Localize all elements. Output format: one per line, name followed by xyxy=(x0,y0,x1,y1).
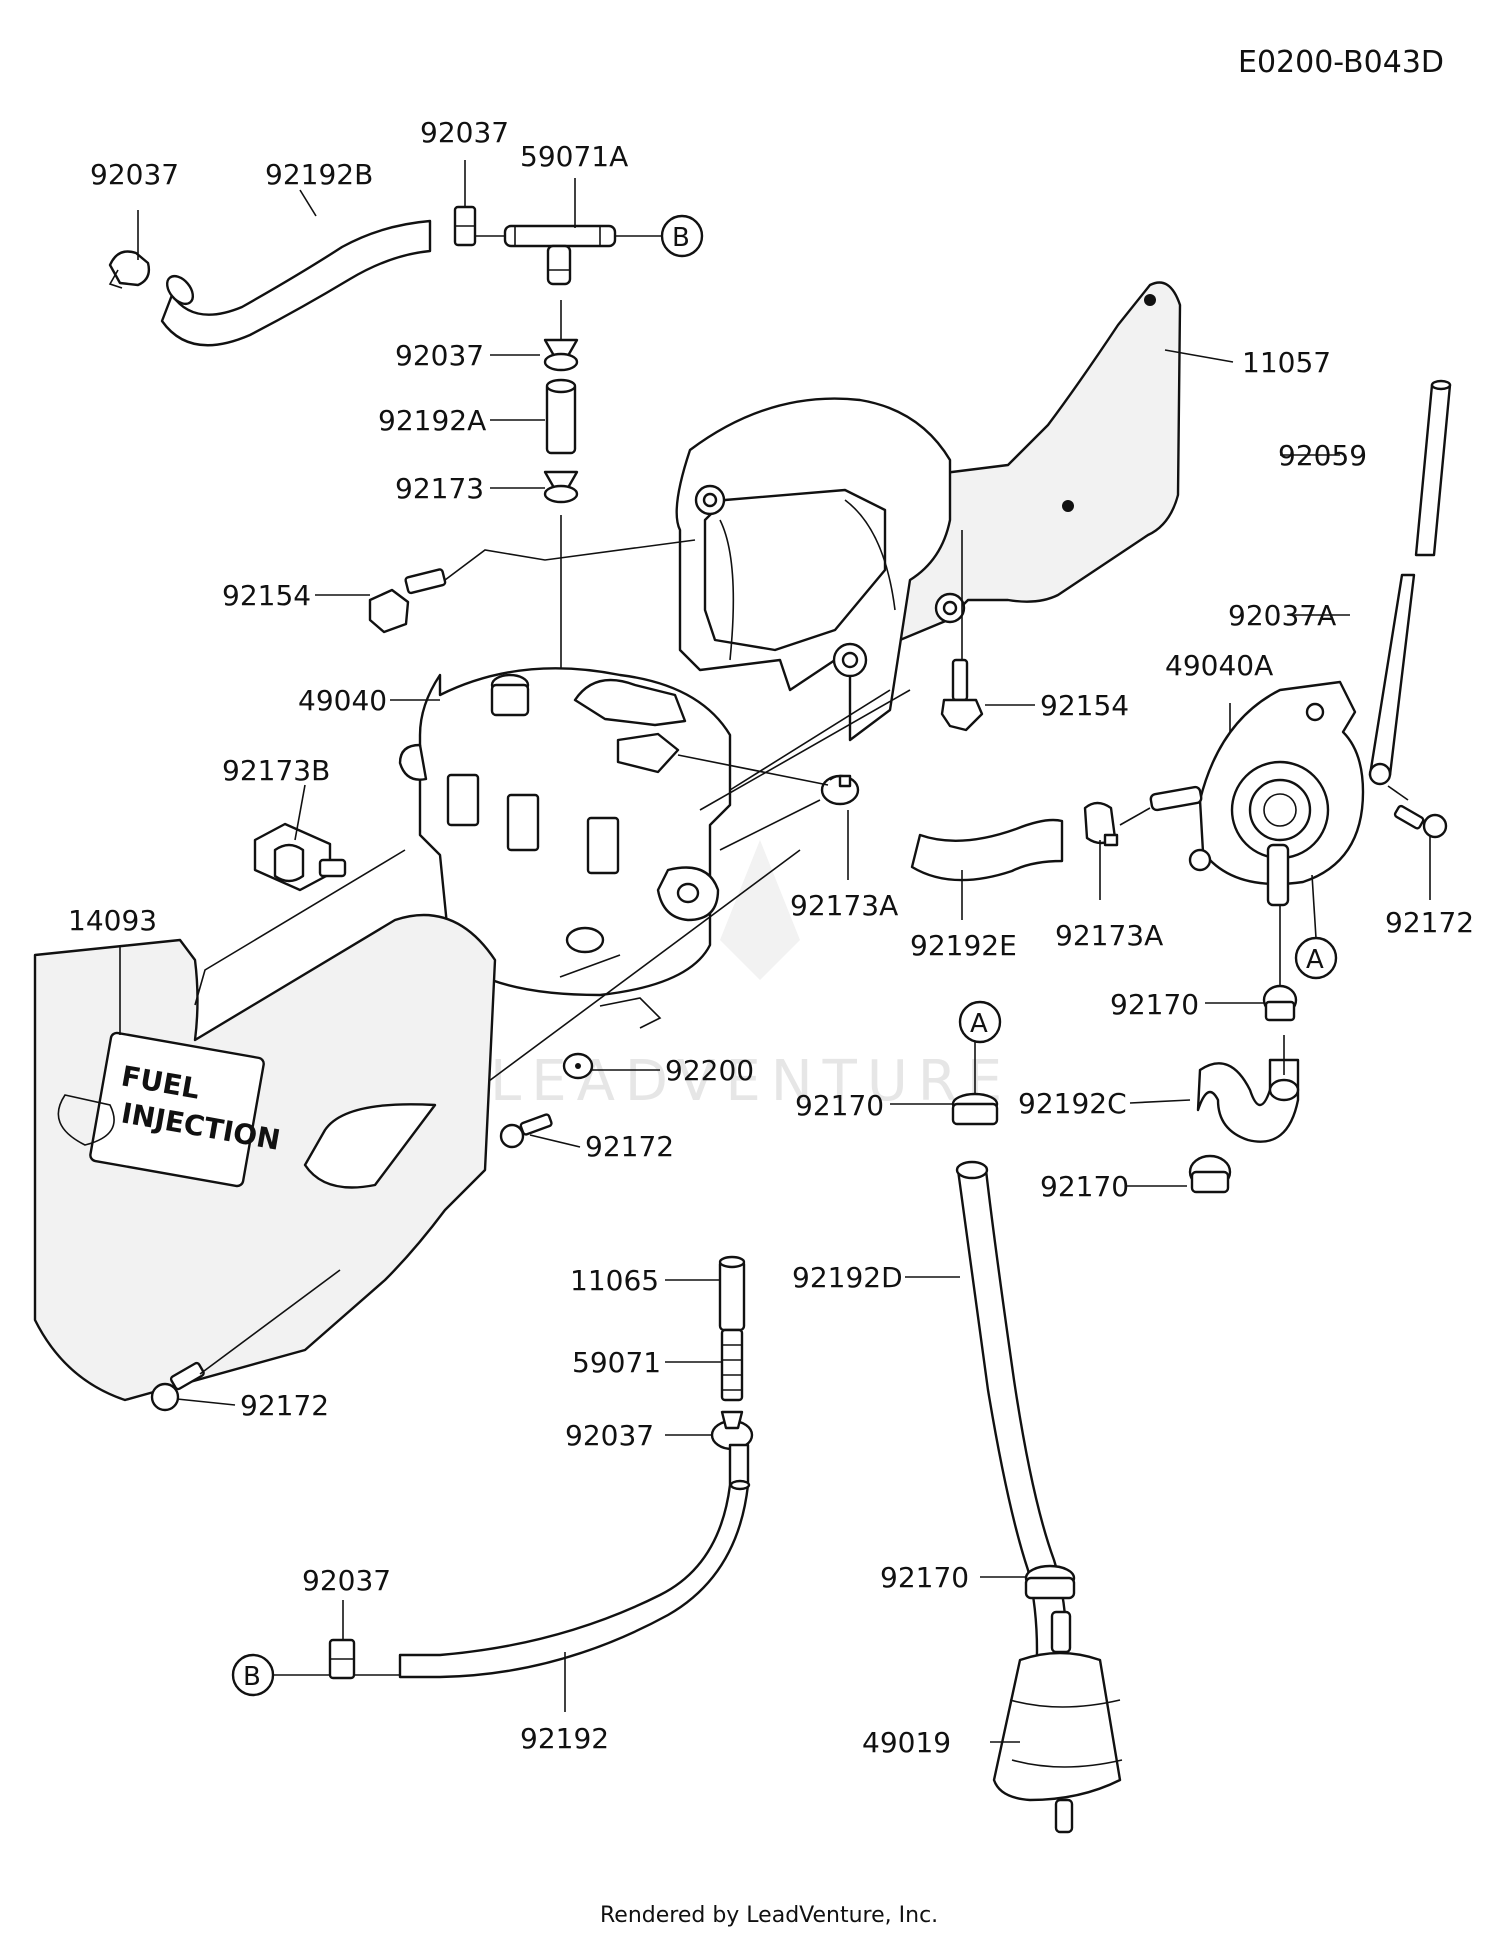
label-92192a: 92192A xyxy=(378,404,486,437)
clamp-92037-mid-icon xyxy=(543,338,579,372)
label-92037-top: 92037 xyxy=(420,116,509,149)
label-92192c: 92192C xyxy=(1018,1087,1127,1120)
label-92192: 92192 xyxy=(520,1722,609,1755)
svg-text:A: A xyxy=(1306,945,1324,975)
bolt-92154-left-icon xyxy=(368,568,447,634)
bracket-11057-icon xyxy=(675,281,1182,742)
tube-92059-icon xyxy=(1414,379,1452,557)
label-92037-bottom: 92037 xyxy=(302,1564,391,1597)
bolt-92154-right-icon xyxy=(940,658,984,732)
label-92173a-right: 92173A xyxy=(1055,919,1163,952)
label-49019: 49019 xyxy=(862,1726,951,1759)
label-92172-right: 92172 xyxy=(1385,906,1474,939)
label-92192d: 92192D xyxy=(792,1261,903,1294)
label-92200: 92200 xyxy=(665,1054,754,1087)
clamp-92170-filter-icon xyxy=(1024,1564,1076,1600)
label-49040: 49040 xyxy=(298,684,387,717)
hose-92192-icon xyxy=(398,1443,751,1679)
svg-text:B: B xyxy=(672,223,690,253)
label-11057: 11057 xyxy=(1242,346,1331,379)
svg-text:A: A xyxy=(970,1009,988,1039)
label-92059: 92059 xyxy=(1278,439,1367,472)
fitting-92037-bottom-icon xyxy=(328,1638,356,1680)
label-14093: 14093 xyxy=(68,904,157,937)
joint-59071-icon xyxy=(720,1328,744,1402)
clamp-92037-low-icon xyxy=(710,1410,754,1451)
hose-92192b-icon xyxy=(160,219,432,347)
tee-fitting-59071a-icon xyxy=(503,224,617,286)
svg-text:B: B xyxy=(243,1662,261,1692)
ref-marker-b-bottom: B xyxy=(231,1653,275,1697)
hose-92192d-icon xyxy=(955,1160,1068,1682)
footer-credit: Rendered by LeadVenture, Inc. xyxy=(600,1903,938,1928)
label-92172-bottom-left: 92172 xyxy=(240,1389,329,1422)
label-92037-top-left: 92037 xyxy=(90,158,179,191)
screw-92172-bottom-left-icon xyxy=(150,1361,205,1412)
label-92170-pump: 92170 xyxy=(1110,988,1199,1021)
pipe-11065-icon xyxy=(718,1255,746,1332)
clamp-92173-icon xyxy=(543,470,579,504)
label-92172-mid: 92172 xyxy=(585,1130,674,1163)
clamp-92037-top-left-icon xyxy=(108,250,151,289)
label-92192b: 92192B xyxy=(265,158,373,191)
clamp-92170-top-icon xyxy=(951,1092,999,1126)
label-49040a: 49040A xyxy=(1165,649,1273,682)
fuel-pump-49040a-icon xyxy=(1149,680,1365,907)
label-92154-right: 92154 xyxy=(1040,689,1129,722)
label-92037-low: 92037 xyxy=(565,1419,654,1452)
label-92173: 92173 xyxy=(395,472,484,505)
hose-92192a-icon xyxy=(545,378,577,455)
label-59071: 59071 xyxy=(572,1346,661,1379)
screw-92172-mid-icon xyxy=(499,1113,553,1149)
label-92154-left: 92154 xyxy=(222,579,311,612)
clamp-92173a-left-icon xyxy=(820,774,860,806)
label-92037-mid: 92037 xyxy=(395,339,484,372)
label-92173a-left: 92173A xyxy=(790,889,898,922)
label-92170-filter: 92170 xyxy=(880,1561,969,1594)
label-11065: 11065 xyxy=(570,1264,659,1297)
ref-marker-b-top: B xyxy=(660,214,704,258)
washer-92200-icon xyxy=(562,1052,594,1080)
fuel-unit-49040-icon xyxy=(398,667,732,997)
ref-marker-a-right: A xyxy=(1294,936,1338,980)
fitting-92037-top-icon xyxy=(453,205,477,247)
strap-92037a-icon xyxy=(1368,573,1416,786)
fuel-filter-49019-icon xyxy=(992,1610,1123,1834)
hose-92192c-icon xyxy=(1196,1058,1300,1143)
cover-14093-icon: FUEL INJECTION xyxy=(33,849,497,1402)
clamp-92170-pump-icon xyxy=(1262,984,1298,1022)
label-92170-top: 92170 xyxy=(795,1089,884,1122)
label-92173b: 92173B xyxy=(222,754,330,787)
hose-92192e-icon xyxy=(910,818,1064,882)
watermark-logo-icon xyxy=(720,840,800,980)
label-59071a: 59071A xyxy=(520,140,628,173)
label-92192e: 92192E xyxy=(910,929,1017,962)
clamp-92173a-right-icon xyxy=(1083,801,1119,847)
ref-marker-a-left: A xyxy=(958,1000,1002,1044)
screw-92172-right-icon xyxy=(1393,804,1448,839)
label-92037a: 92037A xyxy=(1228,599,1336,632)
clip-92173b-icon xyxy=(253,822,347,892)
clamp-92170-lower-icon xyxy=(1188,1154,1232,1194)
label-92170-lower: 92170 xyxy=(1040,1170,1129,1203)
diagram-code: E0200-B043D xyxy=(1238,45,1444,80)
